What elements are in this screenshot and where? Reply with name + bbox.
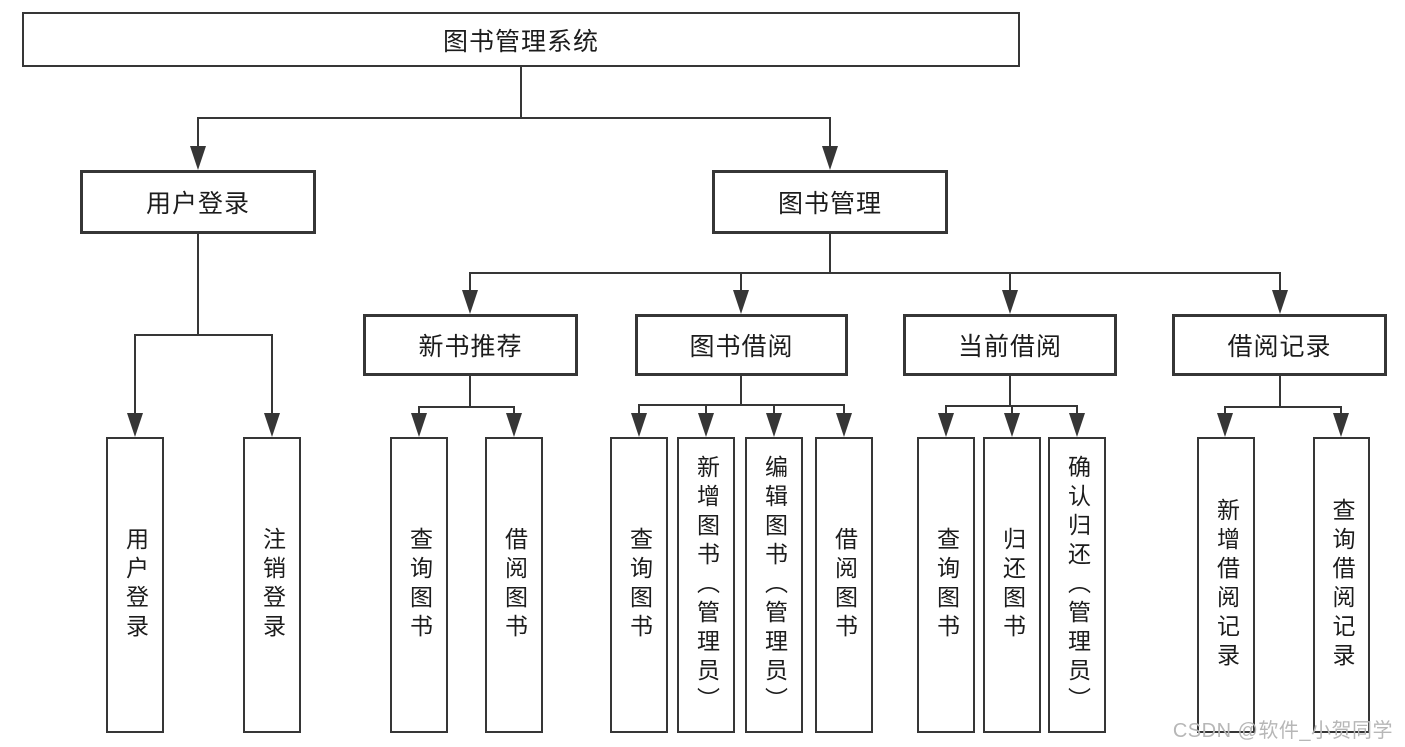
leaf-borrow-books: 借阅图书 bbox=[815, 437, 873, 733]
node-book-management: 图书管理 bbox=[712, 170, 948, 234]
leaf-add-books-admin: 新增图书（管理员） bbox=[677, 437, 735, 733]
leaf-label: 新增借阅记录 bbox=[1213, 498, 1240, 672]
leaf-label: 借阅图书 bbox=[501, 527, 528, 643]
leaf-user-login: 用户登录 bbox=[106, 437, 164, 733]
node-borrow-record: 借阅记录 bbox=[1172, 314, 1387, 376]
leaf-query-books-current: 查询图书 bbox=[917, 437, 975, 733]
leaf-logout: 注销登录 bbox=[243, 437, 301, 733]
leaf-label: 编辑图书（管理员） bbox=[761, 454, 788, 716]
node-label: 当前借阅 bbox=[957, 333, 1062, 361]
node-new-book-recommend: 新书推荐 bbox=[363, 314, 578, 376]
csdn-watermark: CSDN @软件_小贺同学 bbox=[1172, 720, 1393, 742]
leaf-label: 归还图书 bbox=[999, 527, 1026, 643]
leaf-label: 查询图书 bbox=[626, 527, 653, 643]
node-current-borrow: 当前借阅 bbox=[903, 314, 1117, 376]
leaf-confirm-return-admin: 确认归还（管理员） bbox=[1048, 437, 1106, 733]
node-root-system: 图书管理系统 bbox=[22, 12, 1020, 67]
leaf-label: 查询图书 bbox=[933, 527, 960, 643]
leaf-edit-books-admin: 编辑图书（管理员） bbox=[745, 437, 803, 733]
node-label: 图书管理 bbox=[777, 190, 882, 218]
node-label: 用户登录 bbox=[145, 190, 250, 218]
arrowhead-icons bbox=[127, 146, 1349, 437]
leaf-query-borrow-record: 查询借阅记录 bbox=[1313, 437, 1370, 733]
node-label: 借阅记录 bbox=[1227, 333, 1332, 361]
leaf-label: 借阅图书 bbox=[831, 527, 858, 643]
leaf-label: 用户登录 bbox=[122, 527, 149, 643]
leaf-label: 查询图书 bbox=[406, 527, 433, 643]
node-label: 新书推荐 bbox=[418, 333, 523, 361]
node-book-borrow: 图书借阅 bbox=[635, 314, 848, 376]
node-user-login: 用户登录 bbox=[80, 170, 316, 234]
leaf-label: 确认归还（管理员） bbox=[1064, 454, 1091, 716]
node-label: 图书管理系统 bbox=[442, 27, 599, 56]
leaf-add-borrow-record: 新增借阅记录 bbox=[1197, 437, 1255, 733]
leaf-label: 注销登录 bbox=[259, 527, 286, 643]
leaf-borrow-books-recommend: 借阅图书 bbox=[485, 437, 543, 733]
node-label: 图书借阅 bbox=[689, 333, 794, 361]
leaf-label: 新增图书（管理员） bbox=[693, 454, 720, 716]
leaf-query-books-recommend: 查询图书 bbox=[390, 437, 448, 733]
leaf-return-books: 归还图书 bbox=[983, 437, 1041, 733]
leaf-query-books-borrow: 查询图书 bbox=[610, 437, 668, 733]
leaf-label: 查询借阅记录 bbox=[1329, 498, 1355, 672]
